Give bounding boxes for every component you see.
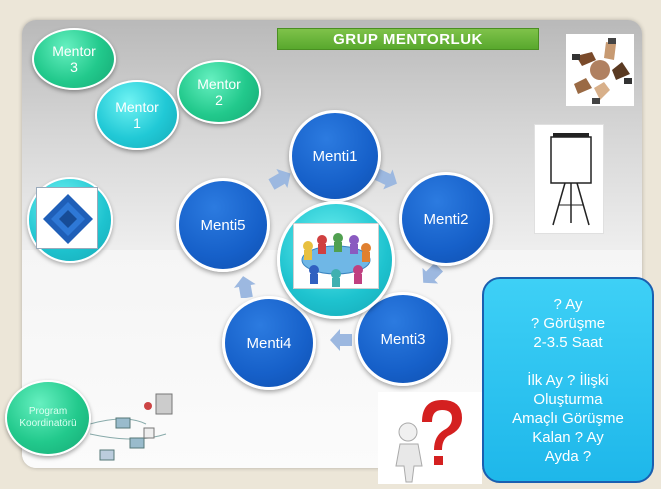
menti-3-label: Menti3 (380, 330, 426, 348)
coordinator-label-line2: Koordinatörü (19, 418, 77, 429)
arrow-icon-5-1 (268, 168, 291, 190)
menti-1-label: Menti1 (312, 147, 358, 165)
question-mark-person-image (378, 392, 482, 484)
menti-4-label: Menti4 (246, 334, 292, 352)
arrow-icon-2-3 (422, 264, 444, 284)
menti-1-node: Menti1 (289, 110, 381, 202)
org-chart-sketch (86, 384, 186, 466)
arrow-icon-3-4 (330, 329, 352, 351)
arrow-icon-4-5 (233, 276, 256, 298)
menti-5-node: Menti5 (176, 178, 270, 272)
info-relationship: Oluşturma (533, 390, 603, 408)
info-meeting-count: ? Görüşme (530, 314, 606, 332)
arrow-icon-1-2 (374, 168, 397, 190)
mentor-1-label-line1: Mentor (115, 99, 159, 115)
handshake-circle-image (566, 34, 634, 106)
info-spacer (488, 352, 648, 371)
menti-2-node: Menti2 (399, 172, 493, 266)
mentor-3-label-line1: Mentor (52, 43, 96, 59)
menti-5-label: Menti5 (200, 216, 246, 234)
info-meeting-hours: 2-3.5 Saat (533, 333, 603, 351)
mentor-3-label-line2: 3 (70, 59, 78, 75)
info-remaining-months: Kalan ? Ay (532, 428, 604, 446)
meeting-table-image (293, 223, 379, 289)
mentor-2-label-line1: Mentor (197, 76, 241, 92)
info-box: ? Ay ? Görüşme 2-3.5 Saat İlk Ay ? İlişk… (482, 277, 654, 483)
mentor-1-label-line2: 1 (133, 115, 141, 131)
flipchart-icon (534, 124, 604, 234)
document-icon (36, 187, 98, 249)
info-first-month: İlk Ay ? İlişki (527, 371, 609, 389)
info-duration-months: ? Ay (553, 295, 583, 313)
info-purpose: Amaçlı Görüşme (512, 409, 624, 427)
menti-3-node: Menti3 (355, 292, 451, 386)
coordinator-label-line1: Program (28, 406, 68, 417)
menti-4-node: Menti4 (222, 296, 316, 390)
menti-2-label: Menti2 (423, 210, 469, 228)
page-title: GRUP MENTORLUK (277, 28, 539, 50)
info-per-month: Ayda ? (544, 447, 592, 465)
mentor-2-label-line2: 2 (215, 92, 223, 108)
